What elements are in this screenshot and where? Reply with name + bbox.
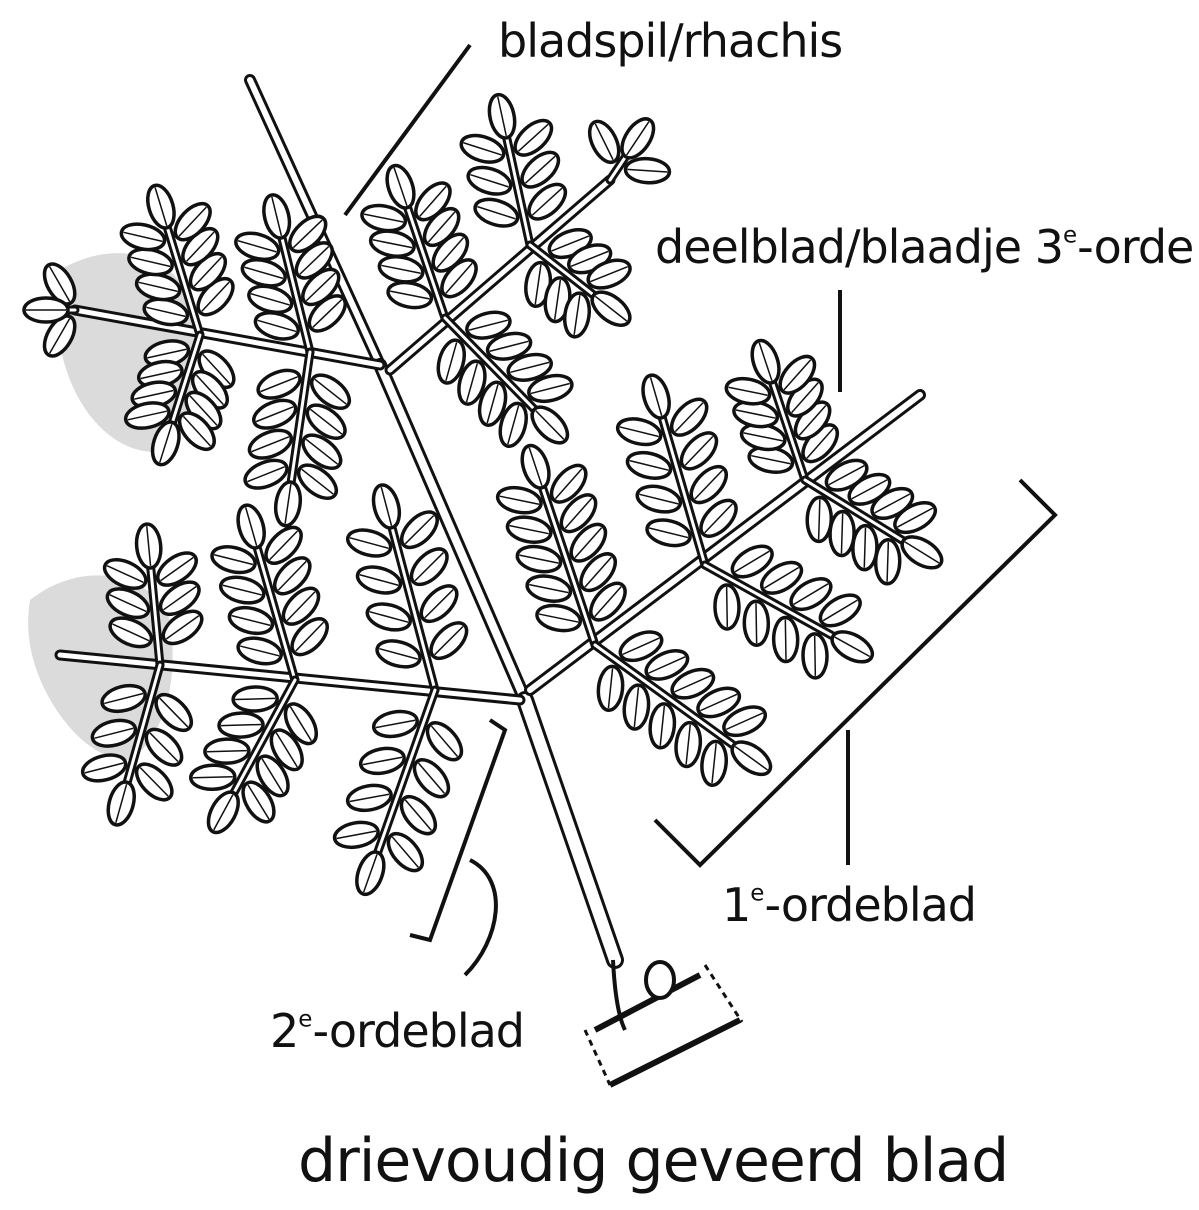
petiole-base xyxy=(585,960,742,1085)
leaflet xyxy=(465,163,514,199)
leaflet xyxy=(525,572,573,604)
first-order-end: -ordeblad xyxy=(764,878,976,932)
leaflet xyxy=(359,745,407,777)
leaflet xyxy=(227,604,276,638)
leaflet xyxy=(250,395,300,434)
leaflet xyxy=(235,634,284,668)
second-order-end: -ordeblad xyxy=(312,1004,524,1058)
leaflet xyxy=(625,157,670,184)
leaflet xyxy=(205,739,250,764)
leaflet xyxy=(190,765,235,790)
leaflet xyxy=(616,113,660,163)
leaflet xyxy=(674,721,702,767)
leaflet xyxy=(202,787,244,837)
second-order-num: 2 xyxy=(270,1004,298,1058)
leaflet xyxy=(395,791,442,840)
leaflet xyxy=(374,637,423,672)
leaflet xyxy=(233,686,278,711)
leaflet xyxy=(495,484,543,516)
first-order-num: 1 xyxy=(722,878,750,932)
leaflet xyxy=(408,754,455,803)
leaflet xyxy=(622,684,650,730)
leaflet xyxy=(355,563,404,598)
second-order-pointer xyxy=(465,860,496,975)
leaflet xyxy=(517,442,554,491)
leaflet xyxy=(505,514,553,546)
tertiary-leaflet-text: deelblad/blaadje 3 xyxy=(655,220,1063,274)
tertiary-leaflet-sup: e xyxy=(1063,222,1077,248)
leaflet xyxy=(218,573,267,607)
leaflet xyxy=(352,848,389,897)
leaflet xyxy=(852,525,877,570)
leaflet xyxy=(377,253,425,285)
leaflet xyxy=(535,602,583,634)
leaflet xyxy=(332,819,380,851)
first-order-sup: e xyxy=(750,880,764,906)
leaflet xyxy=(104,779,139,828)
leaflet xyxy=(143,182,179,231)
leaflet xyxy=(615,415,663,449)
leaflet xyxy=(486,92,519,140)
leaflet xyxy=(807,497,832,542)
leaflet xyxy=(80,751,129,785)
pointer-lines xyxy=(345,45,1055,975)
leaflet xyxy=(875,539,900,584)
leaflet xyxy=(369,482,403,531)
leaflet xyxy=(700,740,728,786)
leaflet xyxy=(345,526,394,561)
leaflet xyxy=(421,717,468,766)
leaflet xyxy=(372,708,420,740)
leaflet xyxy=(219,712,264,737)
rhachis-label: bladspil/rhachis xyxy=(498,14,842,68)
leaflet xyxy=(234,502,269,551)
leaflet xyxy=(382,828,429,877)
first-order-label: 1e-ordeblad xyxy=(722,878,976,932)
leaflet xyxy=(715,585,740,629)
leaflet xyxy=(897,531,947,575)
leaflet xyxy=(635,482,683,516)
leaflet xyxy=(515,543,563,575)
leaflet xyxy=(346,782,394,814)
leaflet xyxy=(386,279,434,311)
second-order-label: 2e-ordeblad xyxy=(270,1004,524,1058)
leaflet xyxy=(596,665,624,711)
leaflet xyxy=(625,448,673,482)
leaflet xyxy=(827,626,877,668)
leaflet xyxy=(135,523,163,569)
leaflet xyxy=(273,480,303,527)
leaflet xyxy=(773,617,798,661)
leaflet xyxy=(260,192,294,240)
second-order-sup: e xyxy=(298,1006,312,1032)
leaflet xyxy=(472,195,521,231)
leaflet xyxy=(24,298,68,322)
leaflet xyxy=(644,516,692,550)
leaflet xyxy=(368,228,416,260)
diagram-title: drievoudig geveerd blad xyxy=(298,1126,1008,1196)
leaflet xyxy=(364,600,413,635)
leaflet xyxy=(395,506,443,554)
leaflet xyxy=(415,580,463,628)
tertiary-leaflet-label: deelblad/blaadje 3e-orde xyxy=(655,220,1193,274)
leaflet xyxy=(584,117,625,167)
leaflet xyxy=(648,703,676,749)
leaflet xyxy=(425,617,473,665)
leaflet xyxy=(254,365,304,404)
stem xyxy=(525,700,615,960)
leaflet xyxy=(803,634,828,678)
leaflet xyxy=(405,543,453,591)
leaflet xyxy=(744,601,769,645)
leaflet xyxy=(382,162,419,211)
leaflet xyxy=(638,372,673,421)
leaflets xyxy=(24,92,947,898)
leaflet xyxy=(245,425,295,464)
leaflet xyxy=(829,511,854,556)
tertiary-leaflet-end: -orde xyxy=(1077,220,1193,274)
